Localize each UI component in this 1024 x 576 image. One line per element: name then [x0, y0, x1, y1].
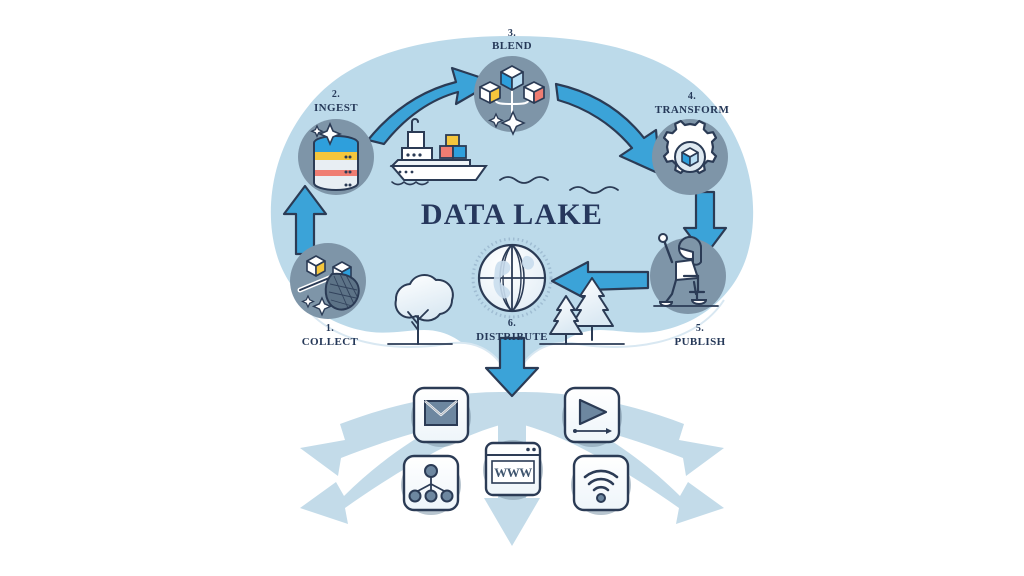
step-node-transform[interactable]: 4. TRANSFORM [652, 91, 729, 195]
step-distribute-number: 6. [508, 318, 516, 329]
land-left-edge [299, 299, 507, 373]
channel-video[interactable] [562, 386, 622, 447]
net-catching-cubes-icon [297, 255, 360, 317]
browser-www-icon: WWW [486, 447, 540, 484]
person-at-desk-icon [653, 233, 719, 307]
database-stack-icon [310, 121, 359, 191]
linked-cubes-icon [479, 65, 545, 136]
deciduous-tree-icon [387, 274, 454, 345]
globe-outer-ring [471, 237, 553, 319]
step-blend-number: 3. [508, 28, 516, 39]
step-node-blend[interactable]: 3. BLEND [474, 28, 550, 136]
step-collect-label: COLLECT [302, 336, 359, 348]
conifer-tree-icon [539, 295, 625, 345]
step-node-distribute[interactable]: 6. DISTRIBUTE [471, 237, 553, 343]
browser-www-text: WWW [494, 465, 532, 480]
step-node-publish[interactable]: 5. PUBLISH [650, 233, 726, 348]
step-ingest-label: INGEST [314, 102, 358, 114]
network-tree-icon [408, 464, 454, 503]
cargo-ship-icon [389, 118, 488, 186]
page-title: DATA LAKE [421, 198, 603, 231]
channel-web[interactable]: WWW [483, 440, 543, 500]
step-blend-label: BLEND [492, 40, 532, 52]
step-transform-label: TRANSFORM [655, 104, 730, 116]
step-collect-number: 1. [326, 323, 334, 334]
land-right-edge [517, 299, 725, 373]
globe-meridians [479, 245, 545, 311]
step-publish-label: PUBLISH [674, 336, 725, 348]
step-node-collect[interactable]: 1. COLLECT [290, 243, 366, 348]
channel-network[interactable] [401, 454, 461, 515]
envelope-icon [424, 400, 458, 426]
arrow-distribute-down [484, 336, 540, 398]
wifi-icon [583, 469, 619, 503]
gear-cube-icon [662, 119, 718, 175]
step-transform-number: 4. [688, 91, 696, 102]
step-publish-number: 5. [696, 323, 704, 334]
step-ingest-number: 2. [332, 89, 340, 100]
play-video-icon [573, 398, 612, 434]
water-wave-icon [499, 176, 619, 194]
conifer-tree-icon [570, 277, 614, 341]
channel-email[interactable] [411, 386, 471, 447]
step-distribute-label: DISTRIBUTE [476, 331, 548, 343]
step-node-ingest[interactable]: 2. INGEST [298, 89, 374, 195]
wifi-tile [572, 454, 630, 512]
channel-wireless[interactable] [571, 454, 631, 515]
arrow-publish-to-distribute [550, 260, 650, 302]
